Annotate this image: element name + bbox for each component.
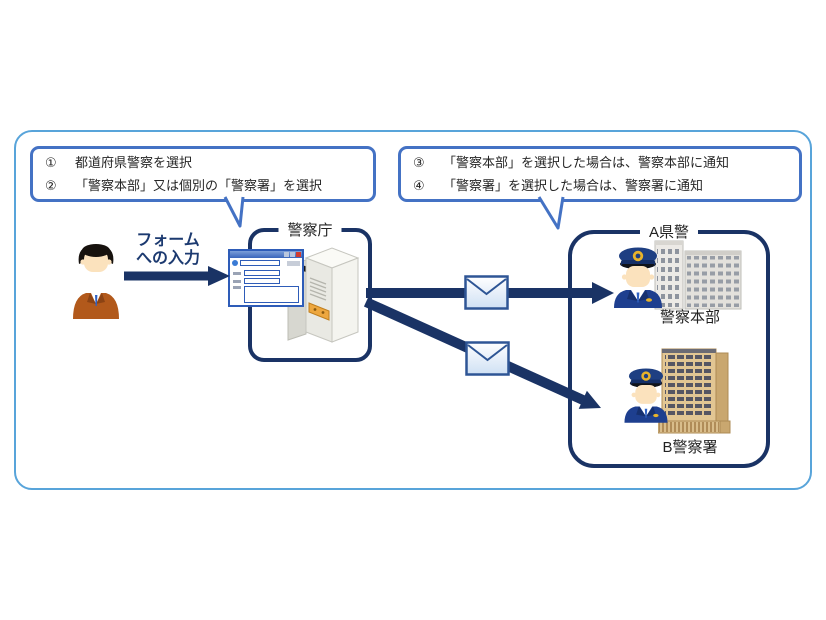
- callout-line: ③ 「警察本部」を選択した場合は、警察本部に通知: [413, 151, 791, 174]
- callout-line: ① 都道府県警察を選択: [45, 151, 365, 174]
- step-number: ①: [45, 155, 57, 170]
- step-text: 都道府県警察を選択: [75, 155, 193, 170]
- user-person-icon: [73, 244, 119, 319]
- input-field: [244, 278, 280, 284]
- form-textarea-row: [233, 286, 299, 303]
- close-icon: [296, 252, 301, 257]
- globe-icon: [232, 260, 238, 266]
- form-window-addressbar: [230, 258, 302, 268]
- toolbar-stub: [287, 260, 300, 266]
- prefecture-box-label: A県警: [639, 221, 699, 242]
- police-station-building-icon: [658, 348, 731, 434]
- url-field: [240, 260, 280, 266]
- maximize-icon: [290, 252, 295, 257]
- field-label-stub: [233, 279, 241, 283]
- callout-notification-rules: ③ 「警察本部」を選択した場合は、警察本部に通知 ④ 「警察署」を選択した場合は…: [398, 146, 802, 202]
- step-text: 「警察本部」又は個別の「警察署」を選択: [75, 178, 323, 193]
- field-label-stub: [233, 271, 241, 275]
- police-officer-icon: [624, 368, 668, 423]
- callout-line: ④ 「警察署」を選択した場合は、警察署に通知: [413, 174, 791, 197]
- input-field: [244, 270, 280, 276]
- form-field-row: [233, 270, 299, 276]
- form-window-titlebar: [230, 251, 302, 258]
- envelope-icon: [465, 341, 510, 376]
- step-text: 「警察署」を選択した場合は、警察署に通知: [443, 178, 704, 193]
- form-window-icon: [228, 249, 304, 307]
- step-number: ④: [413, 178, 425, 193]
- step-number: ③: [413, 155, 425, 170]
- hq-label: 警察本部: [659, 309, 720, 326]
- callout-selection-steps: ① 都道府県警察を選択 ② 「警察本部」又は個別の「警察署」を選択: [30, 146, 376, 202]
- textarea-field: [244, 286, 299, 303]
- form-input-label: フォーム への入力: [128, 232, 208, 268]
- npa-box-label: 警察庁: [278, 219, 342, 240]
- field-label-stub: [233, 286, 241, 289]
- form-input-label-line2: への入力: [135, 250, 200, 267]
- form-input-label-line1: フォーム: [136, 232, 200, 249]
- station-label: B警察署: [662, 439, 718, 456]
- envelope-icon: [464, 275, 509, 310]
- callout-line: ② 「警察本部」又は個別の「警察署」を選択: [45, 174, 365, 197]
- police-officer-icon: [614, 247, 662, 308]
- step-number: ②: [45, 178, 57, 193]
- minimize-icon: [284, 252, 289, 257]
- step-text: 「警察本部」を選択した場合は、警察本部に通知: [443, 155, 730, 170]
- form-field-row: [233, 278, 299, 284]
